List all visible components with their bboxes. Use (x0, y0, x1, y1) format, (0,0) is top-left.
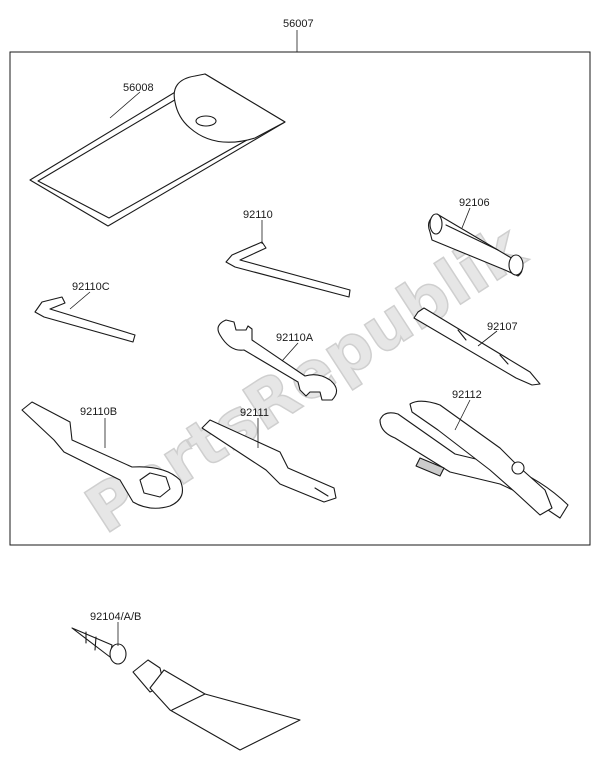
label-extension-bar: 92111 (240, 407, 269, 419)
label-open-wrench: 92110A (276, 332, 314, 344)
label-screwdriver: 92107 (487, 321, 518, 333)
tool-bag-leader (109, 91, 141, 119)
label-screwdriver-grip: 92106 (459, 197, 490, 209)
tool-bag (29, 73, 286, 227)
label-box-wrench: 92110B (80, 406, 117, 418)
open-wrench-leader (281, 342, 299, 362)
screwdriver-leader (477, 330, 498, 347)
screwdriver-grip-leader (461, 207, 471, 229)
open-wrench (217, 319, 338, 401)
hex-key-small-leader (69, 291, 91, 310)
label-hex-key-small: 92110C (72, 281, 110, 293)
screwdriver-grip (428, 213, 524, 277)
label-pliers: 92112 (452, 389, 482, 401)
label-hex-key-large: 92110 (243, 209, 273, 221)
label-repair-kit: 92104/A/B (90, 611, 141, 623)
label-kit-assembly: 56007 (283, 18, 314, 30)
label-tool-bag: 56008 (123, 82, 154, 94)
pliers-leader (454, 399, 471, 431)
extension-bar (201, 419, 337, 503)
kit-assembly-frame (9, 51, 591, 546)
screwdriver (413, 307, 541, 386)
pliers (379, 400, 569, 519)
hex-key-large (225, 241, 351, 298)
box-wrench (21, 401, 183, 509)
repair-kit (71, 627, 301, 751)
hex-key-small (34, 296, 136, 343)
